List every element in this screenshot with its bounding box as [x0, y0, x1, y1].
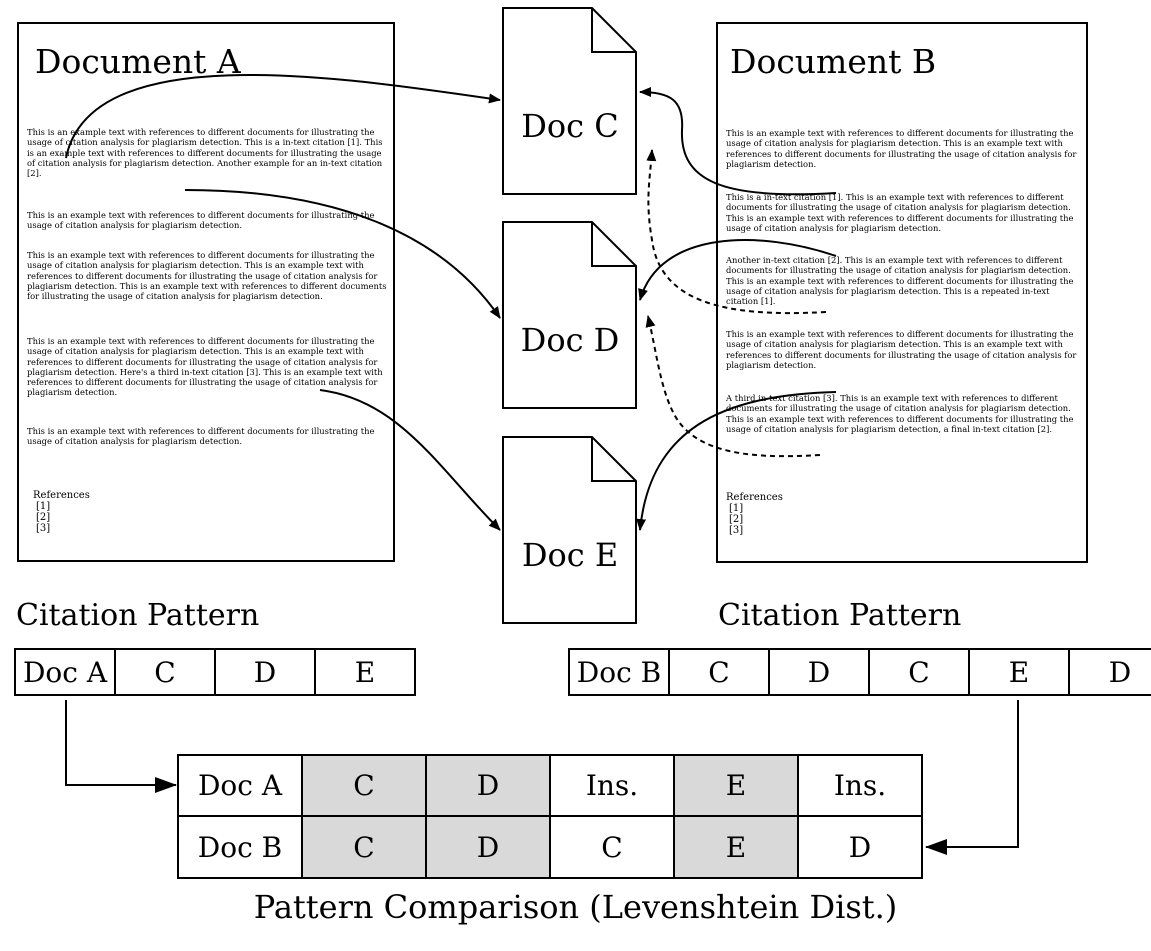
- pattern-b-row: Doc B C D C E D: [568, 648, 1151, 696]
- comparison-cell: D: [426, 755, 550, 816]
- comparison-cell: C: [302, 755, 426, 816]
- document-a-paragraph: This is an example text with references …: [27, 336, 383, 398]
- doc-d-label: Doc D: [521, 321, 620, 359]
- doc-c-icon: Doc C: [502, 7, 637, 195]
- reference-item: [1]: [36, 501, 51, 512]
- document-a-title: Document A: [35, 42, 241, 81]
- document-a-paragraph: This is an example text with references …: [27, 127, 383, 179]
- citation-arrow-b3-to-e: [636, 391, 837, 531]
- comparison-cell: C: [302, 817, 426, 878]
- citation-arrow-a3-to-e: [319, 389, 501, 531]
- reference-item: [3]: [36, 523, 51, 534]
- document-b-paragraph: This is an example text with references …: [726, 329, 1077, 370]
- document-a-references: References [1] [2] [3]: [33, 490, 90, 534]
- citation-arrow-a1-to-c: [65, 74, 501, 159]
- pattern-a-cell: D: [216, 650, 316, 694]
- document-b-references: References [1] [2] [3]: [726, 492, 783, 536]
- pattern-a-cell: Doc A: [16, 650, 116, 694]
- pattern-b-cell: C: [870, 650, 970, 694]
- document-a-page: Document A This is an example text with …: [17, 22, 395, 562]
- pattern-a-connector-arrow: [65, 700, 177, 793]
- comparison-cell: Doc B: [197, 831, 283, 864]
- comparison-caption: Pattern Comparison (Levenshtein Dist.): [253, 888, 898, 926]
- document-a-paragraph: This is an example text with references …: [27, 250, 387, 302]
- doc-e-label: Doc E: [522, 536, 618, 574]
- comparison-cell: Doc A: [197, 769, 283, 802]
- comparison-cell: D: [426, 817, 550, 878]
- reference-item: [2]: [729, 514, 744, 525]
- pattern-a-title: Citation Pattern: [16, 598, 260, 633]
- document-b-paragraph: A third in-text citation [3]. This is an…: [726, 393, 1074, 434]
- reference-item: [1]: [729, 503, 744, 514]
- comparison-row-b: Doc B C D C E D: [178, 817, 922, 878]
- comparison-cell: E: [674, 817, 798, 878]
- comparison-row-a: Doc A C D Ins. E Ins.: [178, 755, 922, 816]
- document-b-paragraph: This is an example text with references …: [726, 128, 1077, 169]
- document-b-page: Document B This is an example text with …: [716, 22, 1088, 563]
- citation-arrow-b1-to-c: [639, 87, 837, 196]
- repeated-citation-arrow-to-c: [646, 149, 827, 315]
- document-a-paragraph: This is an example text with references …: [27, 426, 375, 447]
- pattern-b-cell: D: [1108, 655, 1132, 689]
- citation-arrow-b2-to-d: [638, 239, 837, 301]
- document-a-paragraph: This is an example text with references …: [27, 210, 375, 231]
- pattern-b-cell: Doc B: [570, 650, 670, 694]
- doc-e-icon: Doc E: [502, 436, 637, 624]
- comparison-cell: E: [674, 755, 798, 816]
- pattern-b-cell: E: [970, 650, 1070, 694]
- references-label: References: [726, 492, 783, 503]
- citation-arrow-a2-to-d: [184, 189, 501, 319]
- document-b-paragraph: This is a in-text citation [1]. This is …: [726, 192, 1074, 233]
- reference-item: [2]: [36, 512, 51, 523]
- comparison-cell: D: [848, 831, 872, 864]
- pattern-a-cell: C: [116, 650, 216, 694]
- document-b-title: Document B: [730, 42, 937, 81]
- references-label: References: [33, 490, 90, 501]
- pattern-b-title: Citation Pattern: [718, 598, 962, 633]
- comparison-cell: C: [601, 831, 623, 864]
- doc-c-label: Doc C: [521, 107, 619, 145]
- reference-item: [3]: [729, 525, 744, 536]
- pattern-a-cell: E: [316, 650, 416, 694]
- pattern-b-cell: C: [670, 650, 770, 694]
- pattern-b-cell: D: [770, 650, 870, 694]
- pattern-a-row: Doc A C D E: [14, 648, 416, 696]
- comparison-cell: Ins.: [585, 769, 639, 802]
- document-b-paragraph: Another in-text citation [2]. This is an…: [726, 255, 1074, 307]
- pattern-b-connector-arrow: [925, 700, 1019, 855]
- comparison-cell: Ins.: [833, 769, 887, 802]
- repeated-citation-arrow-to-d: [645, 315, 821, 458]
- doc-d-icon: Doc D: [502, 221, 637, 409]
